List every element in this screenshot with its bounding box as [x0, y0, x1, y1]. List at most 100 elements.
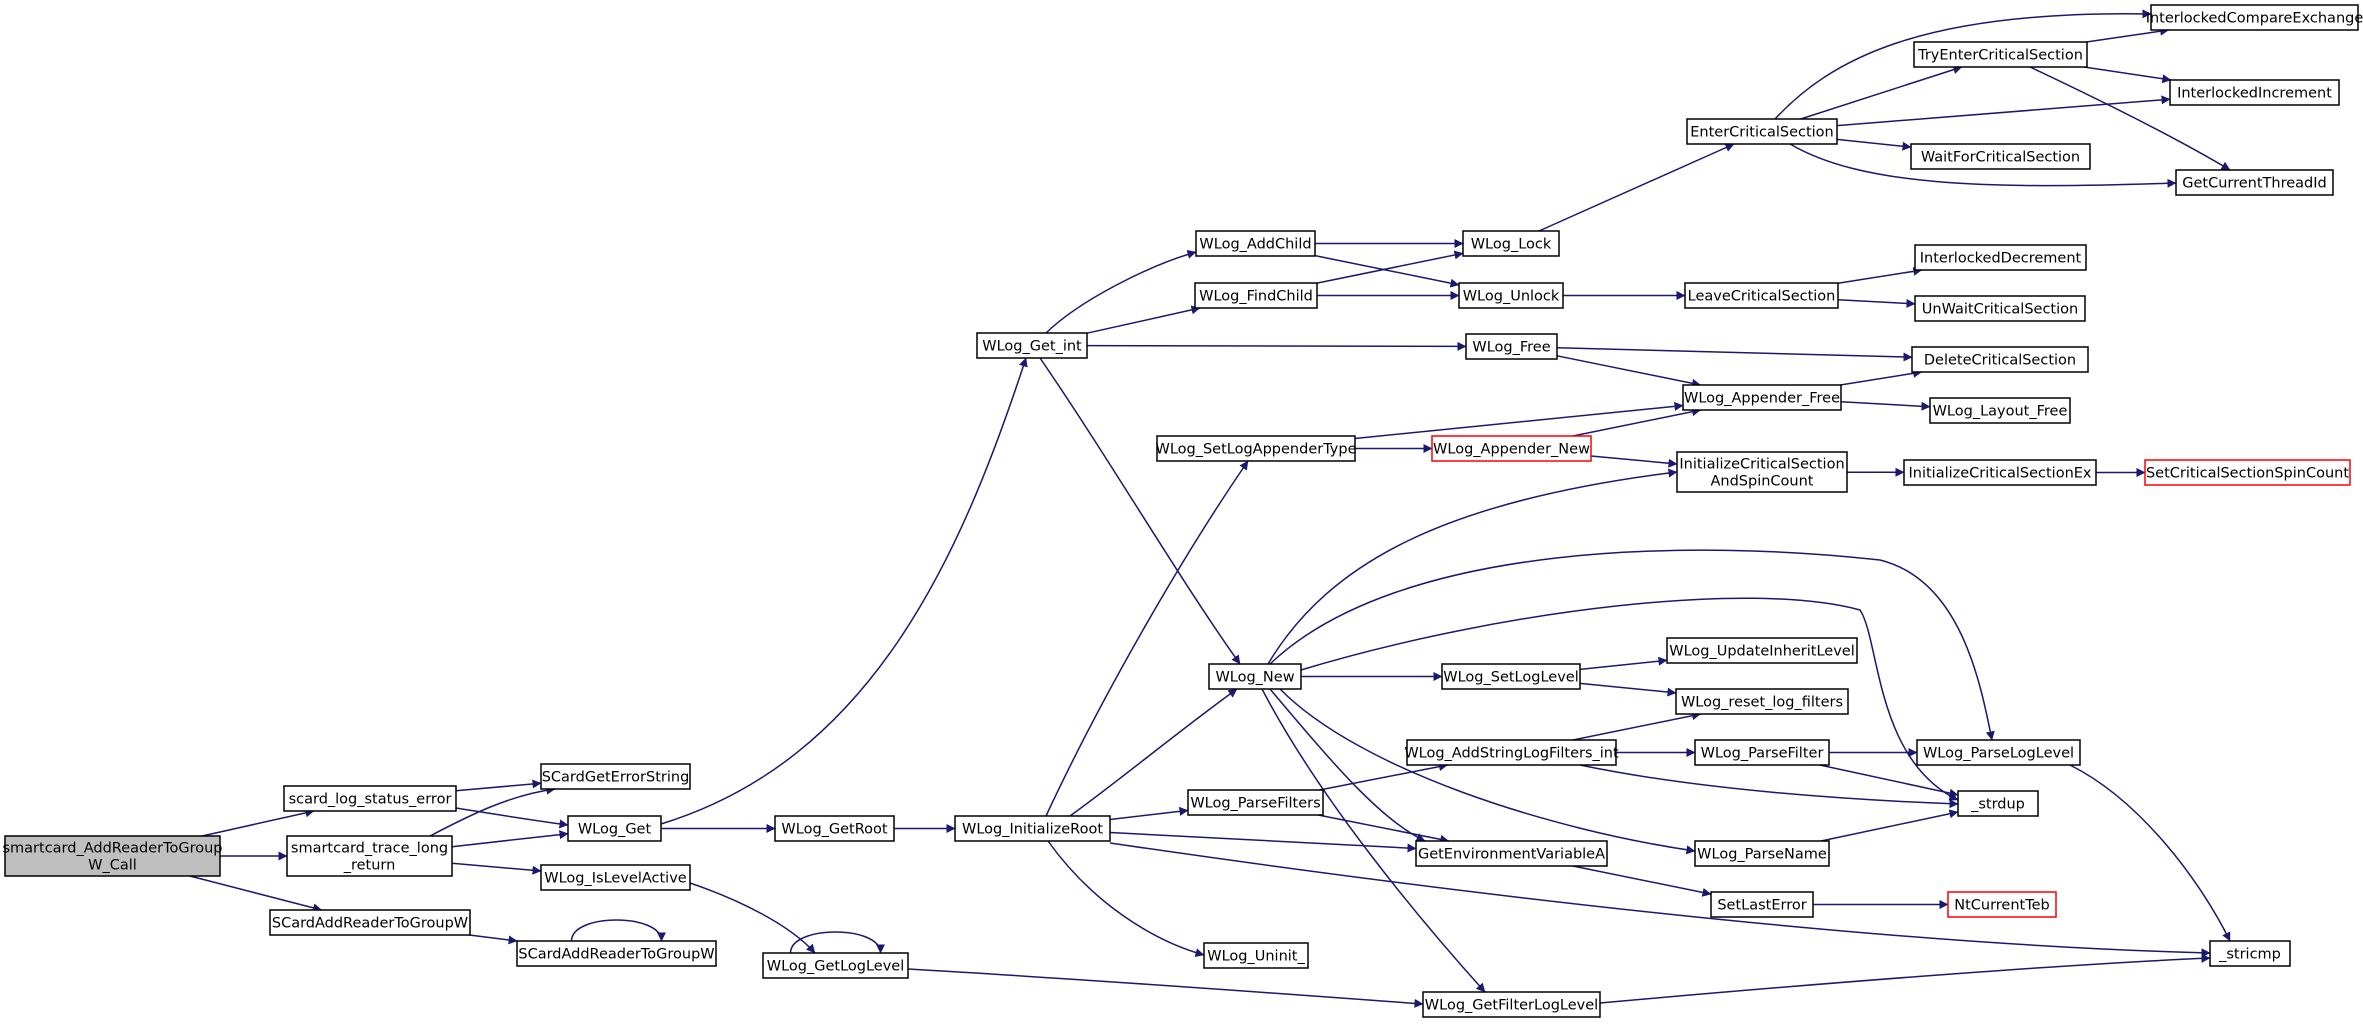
node-try-enter-critical-section[interactable]: TryEnterCriticalSection	[1913, 41, 2088, 68]
node-wlog-set-log-appender-type[interactable]: WLog_SetLogAppenderType	[1155, 435, 1357, 462]
node-wlog-parse-filters[interactable]: WLog_ParseFilters	[1187, 789, 1324, 816]
node-label: WLog_IsLevelActive	[544, 871, 687, 887]
node-wlog-unlock[interactable]: WLog_Unlock	[1458, 282, 1564, 309]
node-label: InterlockedIncrement	[2177, 86, 2332, 102]
node-label: WLog_GetFilterLogLevel	[1425, 998, 1598, 1014]
node-wait-for-critical-section[interactable]: WaitForCriticalSection	[1910, 143, 2091, 170]
node-wlog-get[interactable]: WLog_Get	[567, 815, 662, 842]
edge-wlog-parse-log-level-to--stricmp	[2069, 764, 2231, 942]
node-set-critical-section-spin-count[interactable]: SetCriticalSectionSpinCount	[2144, 459, 2351, 486]
node-box	[2175, 169, 2334, 196]
node-leave-critical-section[interactable]: LeaveCriticalSection	[1684, 282, 1839, 309]
node-wlog-layout-free[interactable]: WLog_Layout_Free	[1929, 397, 2071, 424]
node-wlog-get-log-level[interactable]: WLog_GetLogLevel	[762, 952, 909, 979]
node-label: _return	[343, 858, 396, 874]
node-wlog-parse-log-level[interactable]: WLog_ParseLogLevel	[1916, 739, 2081, 766]
edge-wlog-is-level-active-to-wlog-get-log-level	[689, 882, 816, 954]
node-box	[1914, 244, 2087, 271]
node-wlog-find-child[interactable]: WLog_FindChild	[1194, 282, 1318, 309]
edge-try-enter-critical-section-to-interlocked-increment	[2083, 66, 2172, 84]
node-scard-add-reader-to-group-w-a[interactable]: SCardAddReaderToGroupW	[269, 909, 471, 936]
node-label: _strdup	[1970, 797, 2025, 813]
node-box	[1910, 143, 2091, 170]
node-wlog-uninit-[interactable]: WLog_Uninit_	[1203, 942, 1309, 969]
node-smartcard-call[interactable]: smartcard_AddReaderToGroupW_Call	[2, 835, 223, 877]
edge-wlog-appender-free-to-delete-critical-section	[1840, 368, 1923, 386]
node-get-environment-variable-a[interactable]: GetEnvironmentVariableA	[1415, 840, 1608, 867]
node-label: WLog_ParseName	[1697, 847, 1827, 863]
node-wlog-parse-name[interactable]: WLog_ParseName	[1694, 840, 1830, 867]
node-label: DeleteCriticalSection	[1924, 353, 2076, 369]
node-box	[516, 940, 717, 967]
node-interlocked-decrement[interactable]: InterlockedDecrement	[1914, 244, 2087, 271]
edge-wlog-get-log-level-to-wlog-get-filter-log-level	[907, 968, 1424, 1008]
node-scard-add-reader-to-group-w-b[interactable]: SCardAddReaderToGroupW	[516, 940, 717, 967]
edge-enter-critical-section-to-try-enter-critical-section	[1800, 65, 1963, 120]
node-interlocked-increment[interactable]: InterlockedIncrement	[2169, 79, 2340, 106]
node-wlog-appender-new[interactable]: WLog_Appender_New	[1431, 435, 1592, 462]
node-box	[1208, 663, 1302, 690]
edge-wlog-initialize-root-to-get-environment-variable-a	[1109, 831, 1417, 853]
node-wlog-get-filter-log-level[interactable]: WLog_GetFilterLogLevel	[1422, 991, 1601, 1018]
node-label: WLog_AddStringLogFilters_int	[1404, 746, 1619, 762]
node-wlog-lock[interactable]: WLog_Lock	[1462, 230, 1560, 257]
node-nt-current-teb[interactable]: NtCurrentTeb	[1947, 891, 2057, 918]
node-box	[1694, 840, 1830, 867]
node-wlog-initialize-root[interactable]: WLog_InitializeRoot	[954, 815, 1111, 842]
node--stricmp[interactable]: _stricmp	[2209, 940, 2291, 967]
node-wlog-appender-free[interactable]: WLog_Appender_Free	[1682, 384, 1842, 411]
node-label: scard_log_status_error	[289, 792, 452, 808]
node-initialize-critical-section-ex[interactable]: InitializeCriticalSectionEx	[1903, 459, 2097, 486]
node-wlog-reset-log-filters[interactable]: WLog_reset_log_filters	[1675, 688, 1849, 715]
node-wlog-set-log-level[interactable]: WLog_SetLogLevel	[1441, 663, 1581, 690]
node-label: WLog_ParseFilters	[1190, 796, 1320, 812]
edge-wlog-initialize-root-to--stricmp	[1109, 842, 2211, 958]
node-wlog-add-child[interactable]: WLog_AddChild	[1195, 230, 1316, 257]
node-label: WLog_SetLogLevel	[1443, 670, 1578, 686]
node-wlog-free[interactable]: WLog_Free	[1465, 333, 1558, 360]
edge-leave-critical-section-to-interlocked-decrement	[1837, 266, 1923, 285]
edge-wlog-find-child-to-wlog-lock	[1316, 250, 1464, 284]
node-wlog-new[interactable]: WLog_New	[1208, 663, 1302, 690]
edges-layer	[189, 9, 2231, 1008]
edge-wlog-initialize-root-to-wlog-parse-filters	[1109, 806, 1189, 821]
node--strdup[interactable]: _strdup	[1957, 790, 2039, 817]
node-label: WLog_GetRoot	[781, 822, 887, 838]
edge-smartcard-call-to-scard-add-reader-to-group-w-a	[189, 875, 323, 913]
node-label: _stricmp	[2218, 947, 2281, 963]
node-wlog-is-level-active[interactable]: WLog_IsLevelActive	[540, 864, 691, 891]
node-label: InitializeCriticalSection	[1679, 457, 1844, 473]
node-box	[1929, 397, 2071, 424]
node-box	[540, 763, 691, 790]
node-wlog-get-int[interactable]: WLog_Get_int	[976, 332, 1088, 359]
edge-smartcard-call-to-scard-log-status-error	[201, 808, 315, 837]
node-wlog-add-string-log-filters-int[interactable]: WLog_AddStringLogFilters_int	[1404, 739, 1619, 766]
edge-try-enter-critical-section-to-interlocked-compare-exchange	[2086, 26, 2170, 43]
node-smartcard-trace-long-return[interactable]: smartcard_trace_long_return	[286, 835, 453, 877]
nodes-layer: smartcard_AddReaderToGroupW_Call scard_lo…	[2, 4, 2363, 1018]
edge-wlog-get-int-to-wlog-add-child	[1045, 249, 1197, 334]
node-label: InterlockedCompareExchange	[2146, 11, 2363, 27]
edge-wlog-initialize-root-to-wlog-uninit-	[1047, 840, 1205, 958]
node-box	[2150, 4, 2359, 31]
node-wlog-get-root[interactable]: WLog_GetRoot	[774, 815, 895, 842]
node-wlog-parse-filter[interactable]: WLog_ParseFilter	[1694, 739, 1830, 766]
node-scard-get-error-string[interactable]: SCardGetErrorString	[540, 763, 691, 790]
node-delete-critical-section[interactable]: DeleteCriticalSection	[1911, 346, 2089, 373]
node-box	[1187, 789, 1324, 816]
node-box	[1666, 637, 1858, 664]
node-un-wait-critical-section[interactable]: UnWaitCriticalSection	[1914, 295, 2086, 322]
node-set-last-error[interactable]: SetLastError	[1710, 891, 1814, 918]
node-label: GetEnvironmentVariableA	[1418, 847, 1605, 863]
node-wlog-update-inherit-level[interactable]: WLog_UpdateInheritLevel	[1666, 637, 1858, 664]
node-box	[774, 815, 895, 842]
node-enter-critical-section[interactable]: EnterCriticalSection	[1686, 118, 1838, 145]
node-scard-log-status-error[interactable]: scard_log_status_error	[283, 785, 457, 812]
edge-wlog-appender-new-to-wlog-appender-free	[1572, 407, 1702, 437]
node-label: smartcard_AddReaderToGroup	[2, 841, 222, 857]
node-label: WLog_New	[1215, 670, 1294, 686]
node-box	[1431, 435, 1592, 462]
node-get-current-thread-id[interactable]: GetCurrentThreadId	[2175, 169, 2334, 196]
node-interlocked-compare-exchange[interactable]: InterlockedCompareExchange	[2146, 4, 2363, 31]
